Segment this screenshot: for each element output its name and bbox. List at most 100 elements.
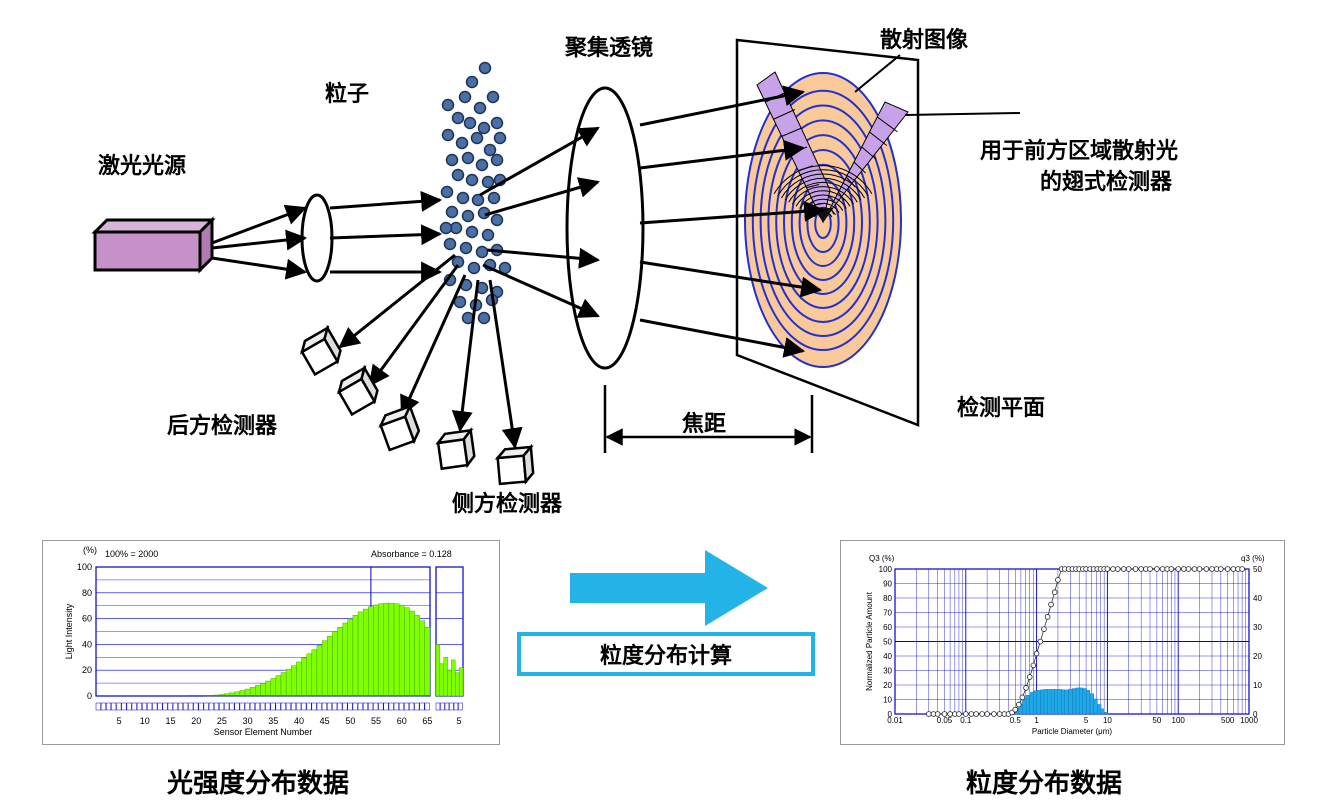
side-bar [458, 667, 464, 697]
sensor-cell [213, 702, 219, 711]
x-tick-label: 5 [117, 716, 122, 726]
particle [451, 168, 465, 182]
header-left: 100% = 2000 [105, 549, 158, 559]
sensor-cell [435, 702, 441, 711]
wing-left-segment [781, 127, 802, 137]
sensor-cell [244, 702, 250, 711]
bar [275, 675, 282, 697]
bar [255, 685, 261, 697]
detector-cube [378, 403, 421, 452]
cumulative-point [1209, 566, 1215, 572]
particle [461, 151, 475, 165]
bar [347, 618, 354, 697]
cumulative-point [1026, 674, 1033, 680]
ring [775, 134, 871, 310]
y-tick-label: 80 [82, 588, 92, 598]
sensor-cell [111, 702, 117, 711]
detector-cubes [300, 324, 535, 486]
y-tick-label: 0 [87, 691, 92, 701]
sensor-cell [378, 702, 384, 711]
x-tick-label: 35 [268, 716, 278, 726]
particle [483, 143, 497, 157]
bar [368, 606, 374, 697]
laser-beams [211, 204, 308, 280]
focused-rays [639, 85, 826, 358]
wing-segment [773, 165, 873, 195]
size-bar [1036, 690, 1041, 715]
sensor-cell [131, 702, 137, 711]
cumulative-point [1120, 566, 1127, 572]
bar [249, 687, 256, 697]
detector-cube [337, 364, 379, 417]
particle [441, 128, 455, 142]
particle [463, 116, 477, 130]
y-right-tick-label: 50 [1253, 565, 1262, 574]
size-bar [1089, 693, 1095, 715]
bar [383, 602, 390, 697]
side-bar [435, 644, 441, 697]
ring [751, 89, 895, 352]
cumulative-point [1239, 566, 1245, 572]
size-bar [1050, 689, 1055, 715]
sensor-cell [352, 702, 358, 711]
sensor-cell [383, 702, 389, 711]
sensor-cell [126, 702, 132, 711]
sensor-cell [147, 702, 153, 711]
caption-particle-size: 粒度分布数据 [966, 769, 1123, 799]
sensor-cell [362, 702, 368, 711]
x-tick-label: 500 [1221, 716, 1235, 725]
sensor-cell [265, 702, 271, 711]
ring [783, 148, 863, 296]
beam-expander-lens [300, 193, 334, 283]
x-tick-label: 20 [191, 716, 201, 726]
ring [759, 104, 887, 338]
cumulative-point [1196, 566, 1203, 572]
side-bar [447, 669, 452, 697]
cumulative-point [1218, 566, 1224, 572]
sensor-cell [347, 702, 353, 711]
cumulative-point [991, 711, 997, 717]
sensor-cell [260, 702, 266, 711]
x-tick-label: 0.5 [1010, 716, 1022, 725]
cube-side [462, 427, 476, 469]
sensor-cell [306, 702, 312, 711]
bar [388, 602, 395, 697]
cube-side [522, 443, 535, 485]
bar [414, 615, 420, 697]
sensor-cell [193, 702, 199, 711]
particle [443, 237, 457, 251]
collimated-beams [329, 190, 443, 283]
y-left-tick-label: 90 [883, 580, 892, 589]
sensor-cell [311, 702, 317, 711]
bar [244, 688, 251, 697]
particle [473, 101, 487, 115]
sensor-cell [424, 702, 430, 711]
bar [424, 627, 431, 697]
size-bar [1064, 689, 1069, 715]
sensor-cell [332, 702, 338, 711]
sensor-cell [419, 702, 425, 711]
sensor-cell [342, 702, 348, 711]
particle [490, 116, 504, 130]
cumulative-point [1012, 706, 1019, 713]
particle [477, 311, 491, 325]
bar [306, 653, 313, 697]
wing-right-segment [853, 161, 866, 174]
y-right-tick-label: 20 [1253, 652, 1262, 661]
particle [490, 153, 504, 167]
size-bar [1025, 694, 1030, 715]
particle [465, 225, 479, 239]
bar [363, 608, 369, 697]
detector-cube [300, 324, 342, 377]
bar [296, 661, 302, 697]
sensor-cell [280, 702, 286, 711]
cumulative-point [1132, 566, 1139, 572]
sensor-cell [229, 702, 235, 711]
bar [321, 640, 328, 697]
size-bar [1104, 712, 1109, 715]
wing-right-segment [876, 116, 898, 133]
cumulative-point [1175, 566, 1182, 572]
size-bar [1057, 689, 1062, 715]
